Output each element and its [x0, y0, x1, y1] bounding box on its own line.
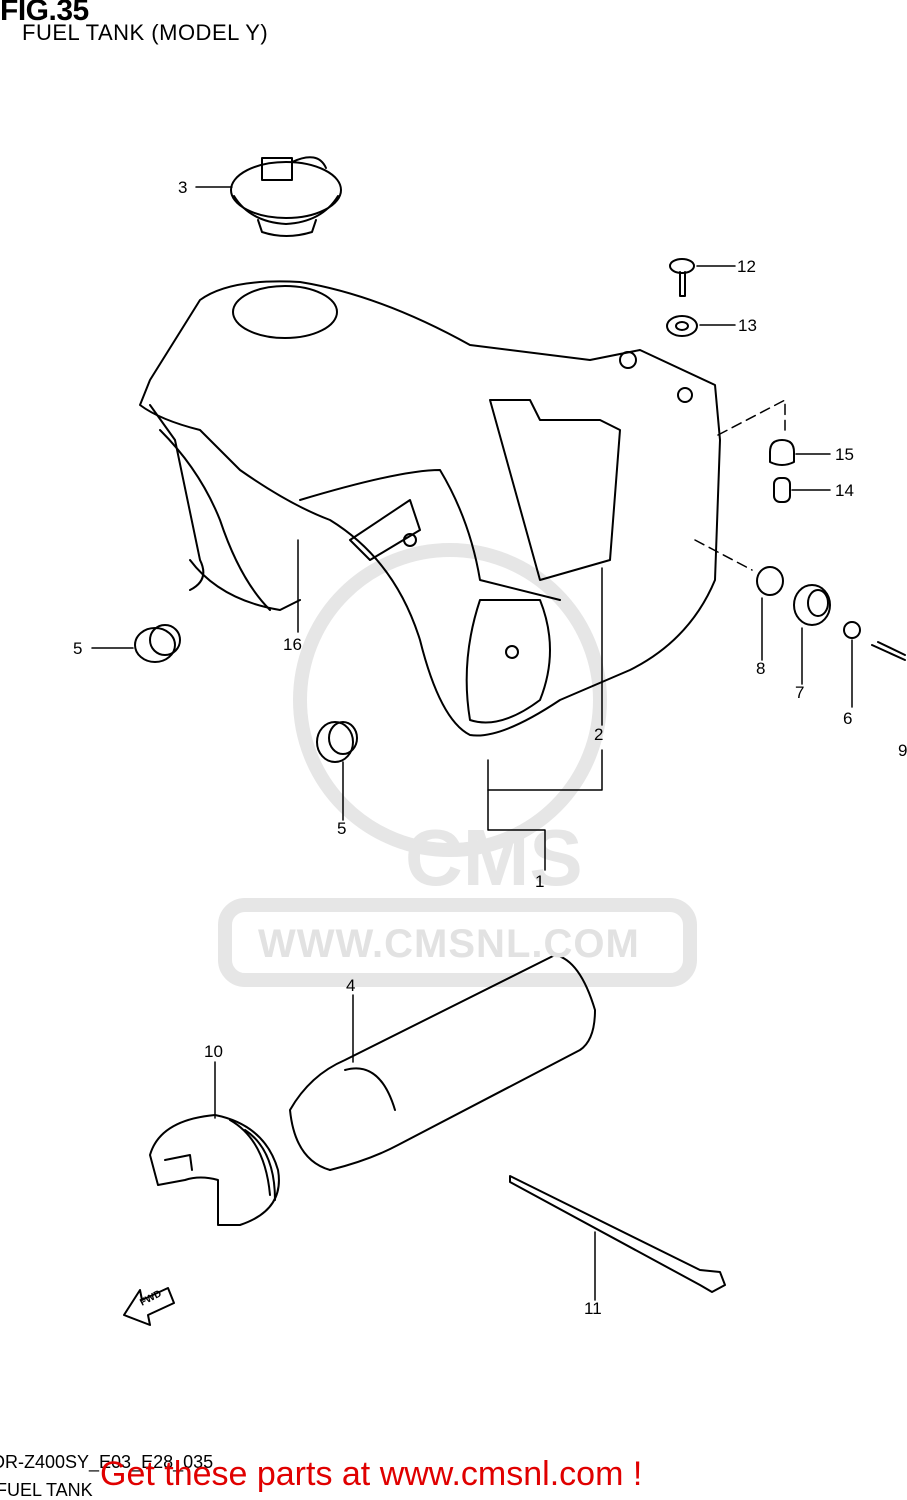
- cms-watermark-logo: [218, 543, 697, 987]
- watermark-url: WWW.CMSNL.COM: [258, 922, 640, 966]
- bolt-part-12: [669, 258, 695, 297]
- callout-12: 12: [737, 257, 756, 276]
- callout-16: 16: [283, 635, 302, 654]
- grommet-part-5-lower: [316, 721, 358, 763]
- forward-arrow-icon: [123, 1287, 175, 1326]
- cable-tie-part-11: [509, 1175, 726, 1293]
- promo-link[interactable]: Get these parts at www.cmsnl.com !: [100, 1455, 643, 1493]
- figure-subtitle: FUEL TANK (MODEL Y): [22, 20, 269, 45]
- cushion-part-7: [793, 584, 831, 626]
- callout-8: 8: [756, 659, 766, 678]
- callout-9: 9: [898, 741, 907, 760]
- washer-part-13: [666, 315, 698, 337]
- collar-part-14: [773, 477, 791, 503]
- callout-3: 3: [178, 178, 188, 197]
- callout-7: 7: [795, 683, 805, 702]
- footer-code: DR-Z400SY_E03_E28_035: [0, 1452, 214, 1472]
- callout-15: 15: [835, 445, 854, 464]
- callout-14: 14: [835, 481, 854, 500]
- cushion-part-15: [769, 439, 795, 466]
- fuel-cap-part-3: [230, 156, 342, 237]
- bolt-part-9: [871, 641, 906, 661]
- leader-lines: [91, 186, 853, 1301]
- collar-part-6: [843, 621, 861, 639]
- grommet-part-5-upper: [134, 624, 181, 663]
- callout-5-lower: 5: [337, 819, 347, 838]
- tube-part-4: [289, 954, 596, 1171]
- fuel-tank-body: [139, 280, 721, 737]
- callout-1: 1: [535, 872, 545, 891]
- callout-10: 10: [204, 1042, 223, 1061]
- callout-2: 2: [594, 725, 604, 744]
- cushion-part-8: [756, 566, 784, 596]
- callout-4: 4: [346, 976, 356, 995]
- callout-11: 11: [584, 1299, 602, 1318]
- guard-part-10: [149, 1114, 280, 1226]
- watermark-brand: CMS: [405, 813, 583, 902]
- callout-13: 13: [738, 316, 757, 335]
- callout-6: 6: [843, 709, 853, 728]
- fwd-arrow-label: FWD: [138, 1288, 163, 1308]
- footer-name: FUEL TANK: [0, 1480, 93, 1500]
- callout-5-upper: 5: [73, 639, 83, 658]
- figure-title: FIG.35: [0, 0, 89, 27]
